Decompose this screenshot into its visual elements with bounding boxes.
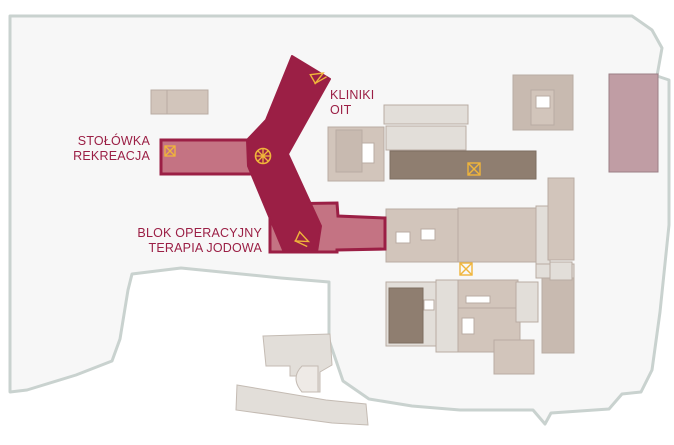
elevator-icon	[459, 262, 473, 276]
building-south-complex	[385, 279, 539, 375]
building-west	[150, 89, 209, 115]
label-blok: BLOK OPERACYJNY TERAPIA JODOWA	[118, 226, 262, 256]
label-blok-line1: BLOK OPERACYJNY	[137, 226, 262, 240]
label-stolowka-line2: REKREACJA	[73, 149, 150, 163]
building-east-isolated	[608, 73, 659, 173]
central-hub-icon	[254, 147, 272, 165]
building-north-bridge	[383, 104, 469, 151]
label-kliniki-line1: KLINIKI	[330, 88, 375, 102]
label-stolowka-line1: STOŁÓWKA	[77, 134, 150, 148]
building-southwest-pale	[235, 333, 369, 426]
building-dark-wing	[389, 150, 537, 180]
building-southeast	[541, 261, 575, 354]
entrance-icon	[294, 230, 311, 248]
building-kliniki-annex	[327, 126, 385, 182]
label-blok-line2: TERAPIA JODOWA	[148, 241, 262, 255]
label-kliniki-line2: OIT	[330, 103, 352, 117]
ward-stolowka	[159, 138, 257, 176]
entrance-icon	[309, 72, 327, 85]
building-northeast	[512, 74, 574, 131]
label-kliniki: KLINIKI OIT	[330, 88, 410, 118]
ward-main-connector	[246, 55, 331, 253]
label-stolowka: STOŁÓWKA REKREACJA	[54, 134, 150, 164]
building-main-complex	[385, 177, 575, 279]
elevator-icon	[164, 145, 176, 157]
elevator-icon	[467, 162, 481, 176]
